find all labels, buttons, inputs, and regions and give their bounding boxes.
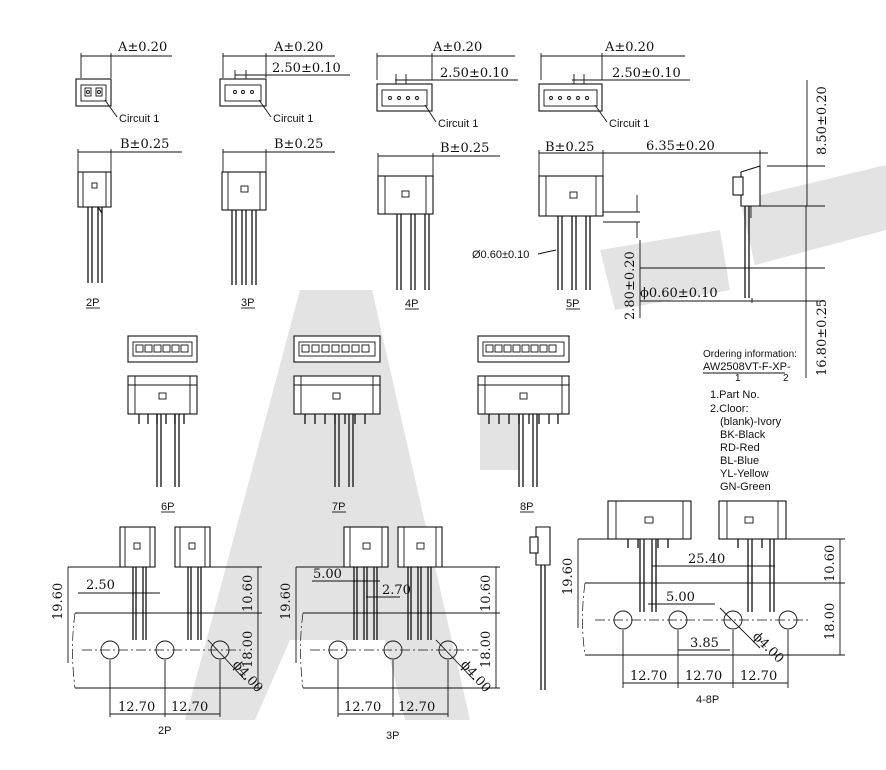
label-7p: 7P xyxy=(332,501,345,513)
dim-1960-48p: 19.60 xyxy=(561,558,576,595)
ordering-information: Ordering information: AW2508VT-F-XP- 1 2… xyxy=(703,349,797,493)
dim-1270-2p-b: 12.70 xyxy=(171,700,208,715)
dim-1060-3p: 10.60 xyxy=(479,575,494,612)
ordering-item-7: GN-Green xyxy=(720,481,771,493)
dim-b-2p: B±0.25 xyxy=(120,137,169,152)
circuit1-label-2p: Circuit 1 xyxy=(119,113,159,125)
dim-side-width: 6.35±0.20 xyxy=(646,139,715,154)
pcb-label-2p: 2P xyxy=(158,725,171,737)
label-4p: 4P xyxy=(405,298,418,310)
dim-a-4p: A±0.20 xyxy=(432,40,482,55)
ordering-mark-1: 1 xyxy=(735,373,741,384)
dim-tail-length: 16.80±0.25 xyxy=(815,299,830,376)
dim-500-3p: 5.00 xyxy=(313,567,342,582)
ordering-item-6: YL-Yellow xyxy=(720,468,769,480)
ordering-title: Ordering information: xyxy=(703,349,797,360)
dim-270-3p: 2.70 xyxy=(382,583,411,598)
view-6p: 6P xyxy=(127,335,198,513)
dim-1270-48p-b: 12.70 xyxy=(685,669,722,684)
label-6p: 6P xyxy=(161,501,174,513)
pin-diameter-label: Ø0.60±0.10 xyxy=(472,249,529,261)
ordering-item-4: RD-Red xyxy=(720,442,760,454)
dim-1060-2p: 10.60 xyxy=(241,575,256,612)
dim-1270-2p-a: 12.70 xyxy=(118,700,155,715)
pcb-layout-4-8p: 19.60 10.60 25.40 5.00 18.00 3.85 ϕ4.00 … xyxy=(561,500,845,706)
ordering-part-number: AW2508VT-F-XP- xyxy=(703,361,791,373)
top-view-5p: A±0.20 2.50±0.10 Circuit 1 xyxy=(538,40,690,130)
front-view-3p: B±0.25 3P xyxy=(221,137,335,309)
front-view-5p: B±0.25 Ø0.60±0.10 5P xyxy=(472,140,650,310)
view-7p: 7P xyxy=(293,335,381,513)
dim-1270-48p-c: 12.70 xyxy=(740,669,777,684)
dim-b-3p: B±0.25 xyxy=(274,137,323,152)
label-2p: 2P xyxy=(86,297,99,309)
label-3p: 3P xyxy=(241,297,254,309)
dim-1800-48p: 18.00 xyxy=(823,603,838,640)
dim-1270-3p-b: 12.70 xyxy=(398,700,435,715)
dim-1960-2p: 19.60 xyxy=(51,583,66,620)
dim-pitch-5p: 2.50±0.10 xyxy=(612,66,681,81)
dim-1960-3p: 19.60 xyxy=(279,583,294,620)
side-profile-small xyxy=(529,526,551,690)
dim-a-2p: A±0.20 xyxy=(117,40,167,55)
dim-height-top: 8.50±0.20 xyxy=(815,86,830,155)
front-view-4p: B±0.25 4P xyxy=(377,141,500,310)
dim-1060-48p: 10.60 xyxy=(823,545,838,582)
dim-pitch-4p: 2.50±0.10 xyxy=(440,66,509,81)
pcb-label-4-8p: 4-8P xyxy=(696,694,719,706)
side-view: 6.35±0.20 8.50±0.20 16.80±0.25 2.80±0.20… xyxy=(623,80,830,378)
dim-2540-48p: 25.40 xyxy=(688,552,725,567)
dim-phi4-48p: ϕ4.00 xyxy=(749,629,786,666)
dim-1270-3p-a: 12.70 xyxy=(344,700,381,715)
circuit1-label-5p: Circuit 1 xyxy=(609,118,649,130)
watermark-logo xyxy=(185,165,886,720)
ordering-item-0: 1.Part No. xyxy=(710,389,760,401)
pcb-label-3p: 3P xyxy=(386,730,399,742)
dim-b-4p: B±0.25 xyxy=(440,141,489,156)
top-view-3p: A±0.20 2.50±0.10 Circuit 1 xyxy=(219,40,350,125)
dim-b-5p: B±0.25 xyxy=(545,140,594,155)
view-8p: 8P xyxy=(477,335,570,513)
dim-1800-2p: 18.00 xyxy=(241,631,256,668)
dim-1270-48p-a: 12.70 xyxy=(630,669,667,684)
dim-385-48p: 3.85 xyxy=(690,636,719,651)
ordering-item-1: 2.Cloor: xyxy=(710,403,749,415)
dim-pitch-3p: 2.50±0.10 xyxy=(272,61,341,76)
top-view-2p: A±0.20 Circuit 1 xyxy=(75,40,172,125)
top-view-4p: A±0.20 2.50±0.10 Circuit 1 xyxy=(376,40,518,130)
dim-a-3p: A±0.20 xyxy=(273,40,323,55)
circuit1-label-4p: Circuit 1 xyxy=(438,118,478,130)
ordering-item-5: BL-Blue xyxy=(720,455,759,467)
dim-side-tab: 2.80±0.20 xyxy=(623,251,638,320)
dim-250-2p: 2.50 xyxy=(86,578,115,593)
dim-pin-diameter-side: ϕ0.60±0.10 xyxy=(640,286,718,301)
front-view-2p: B±0.25 2P xyxy=(77,137,182,309)
label-5p: 5P xyxy=(566,298,579,310)
dim-a-5p: A±0.20 xyxy=(604,40,654,55)
dim-500-48p: 5.00 xyxy=(666,590,695,605)
ordering-item-3: BK-Black xyxy=(720,429,766,441)
label-8p: 8P xyxy=(520,501,533,513)
ordering-item-2: (blank)-Ivory xyxy=(720,416,782,428)
dim-1800-3p: 18.00 xyxy=(479,631,494,668)
ordering-mark-2: 2 xyxy=(783,373,789,384)
circuit1-label-3p: Circuit 1 xyxy=(273,113,313,125)
